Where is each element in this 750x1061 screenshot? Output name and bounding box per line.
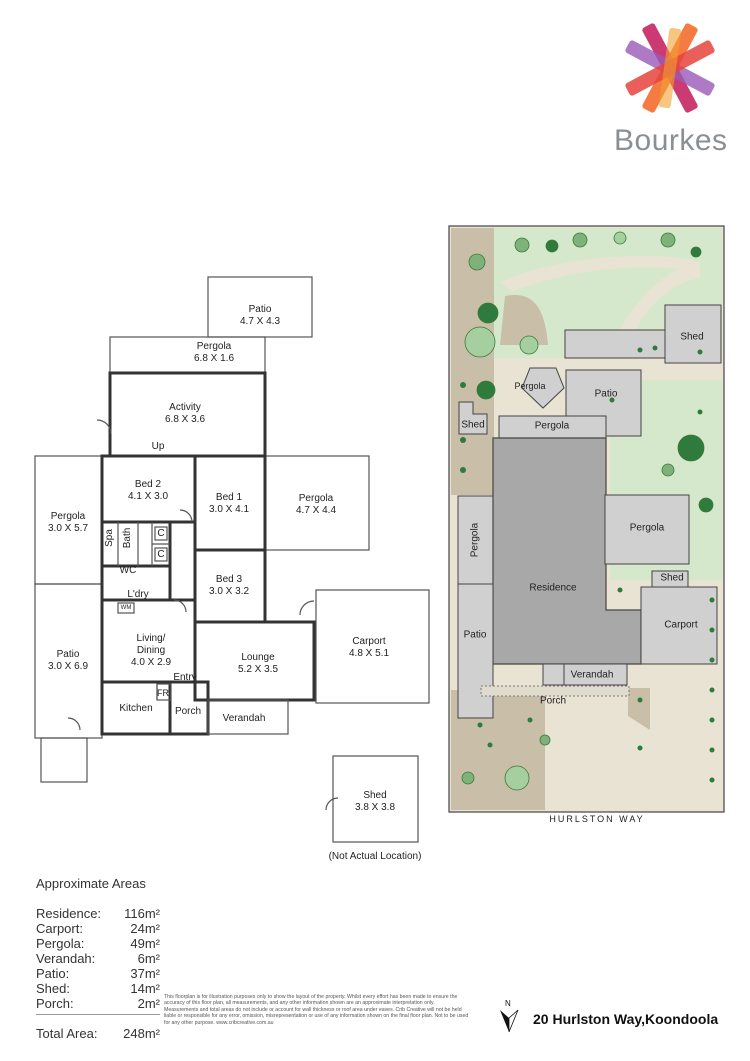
fp-verandah-label: Verandah [222,713,266,724]
fp-wc-label: WC [119,565,137,576]
brand-name: Bourkes [614,124,728,157]
site-residence-label: Residence [529,582,577,594]
site-pergola-small-label: Pergola [514,381,546,391]
north-label: N [505,999,511,1008]
site-garden-bed-right [628,688,650,730]
site-patio-left [457,583,494,719]
fp-c1-label: C [157,528,165,539]
property-address: 20 Hurlston Way,Koondoola [533,1011,719,1027]
site-porch-box [542,663,565,686]
site-shed-right-label: Shed [660,572,684,584]
fp-ldry-label: L'dry [127,589,149,600]
site-pergola-left-label: Pergola [469,522,481,558]
fp-carport [315,589,430,704]
site-patio-label: Patio [594,388,618,400]
fp-kitchen-label: Kitchen [119,703,153,714]
site-patio-left-label: Patio [463,629,487,641]
fp-verandah [207,699,289,735]
areas-divider [36,1014,160,1015]
fp-shed-note: (Not Actual Location) [328,851,422,862]
site-pergola-mid-label: Pergola [534,420,570,432]
site-pergola-left [457,495,494,585]
site-pergola-small [521,367,565,409]
site-shed-left-label: Shed [461,419,485,431]
fp-up-label: Up [151,441,165,452]
site-shed-top [664,304,722,364]
site-pergola-right [604,494,690,565]
site-garden-bed-arc [500,294,548,345]
site-shed-left [458,401,488,435]
fp-fr-label: FR [157,688,169,698]
site-carport [640,586,718,665]
site-carport-label: Carport [664,619,698,631]
site-porch-label: Porch [539,695,567,707]
site-shed-top-label: Shed [680,331,704,343]
street-name: HURLSTON WAY [549,814,645,824]
bourkes-logo [625,23,715,113]
north-arrow-icon [500,1009,519,1033]
disclaimer: This floorplan is for illustration purpo… [164,994,469,1026]
site-pergola-right-label: Pergola [629,522,665,534]
fp-wm-label: WM [120,605,132,611]
fp-porch-label: Porch [174,706,202,717]
site-porch [480,685,630,697]
areas-title: Approximate Areas [36,876,146,891]
fp-entry-label: Entry [173,672,197,683]
fp-c2-label: C [157,549,165,560]
site-verandah-label: Verandah [570,669,614,681]
